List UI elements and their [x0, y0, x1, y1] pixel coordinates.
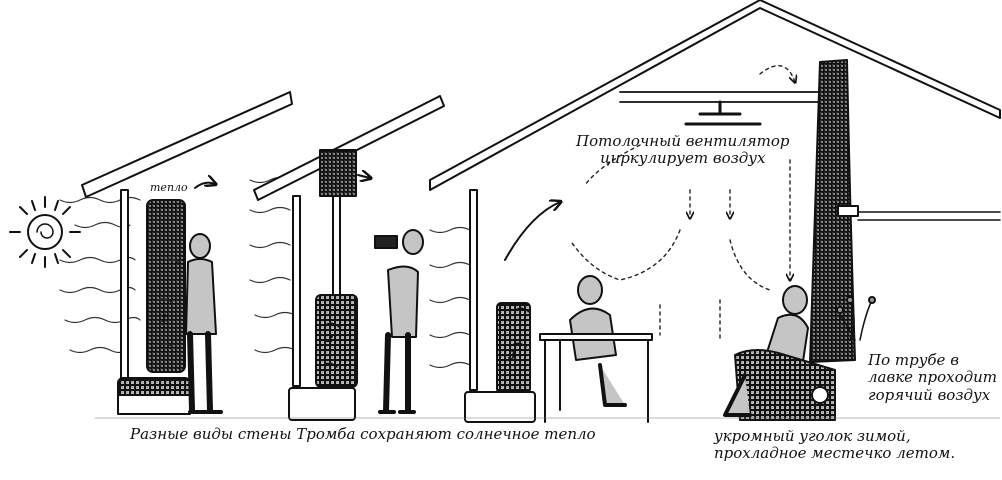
ceiling-fan-label: Потолочный вентилятор циркулирует воздух: [576, 132, 790, 168]
bench-with-person: [723, 285, 836, 421]
person-standing-1: [185, 233, 223, 414]
trombe-wall-2: [253, 95, 445, 421]
plant-in-pot: [836, 296, 876, 341]
wall-3-label: 3: [508, 349, 516, 362]
table-with-person: [539, 275, 653, 423]
house-with-trombe-wall-3: [429, 0, 1001, 423]
airflow-arrows: [569, 65, 795, 341]
pipe-in-bench-label: По трубе в лавке проходит горячий воздух: [868, 351, 998, 404]
person-with-binoculars: [374, 229, 424, 414]
caption: Разные виды стены Тромба сохраняют солне…: [130, 425, 596, 443]
wall-1-label: 1: [160, 312, 168, 325]
warmth-label: тепло: [150, 181, 188, 194]
sun-rays: [59, 176, 471, 369]
trombe-wall-1: [81, 91, 293, 415]
wall-2-label: 2: [326, 332, 334, 345]
cozy-corner-label: укромный уголок зимой, прохладное местеч…: [714, 427, 956, 463]
sun-icon: [9, 196, 81, 268]
